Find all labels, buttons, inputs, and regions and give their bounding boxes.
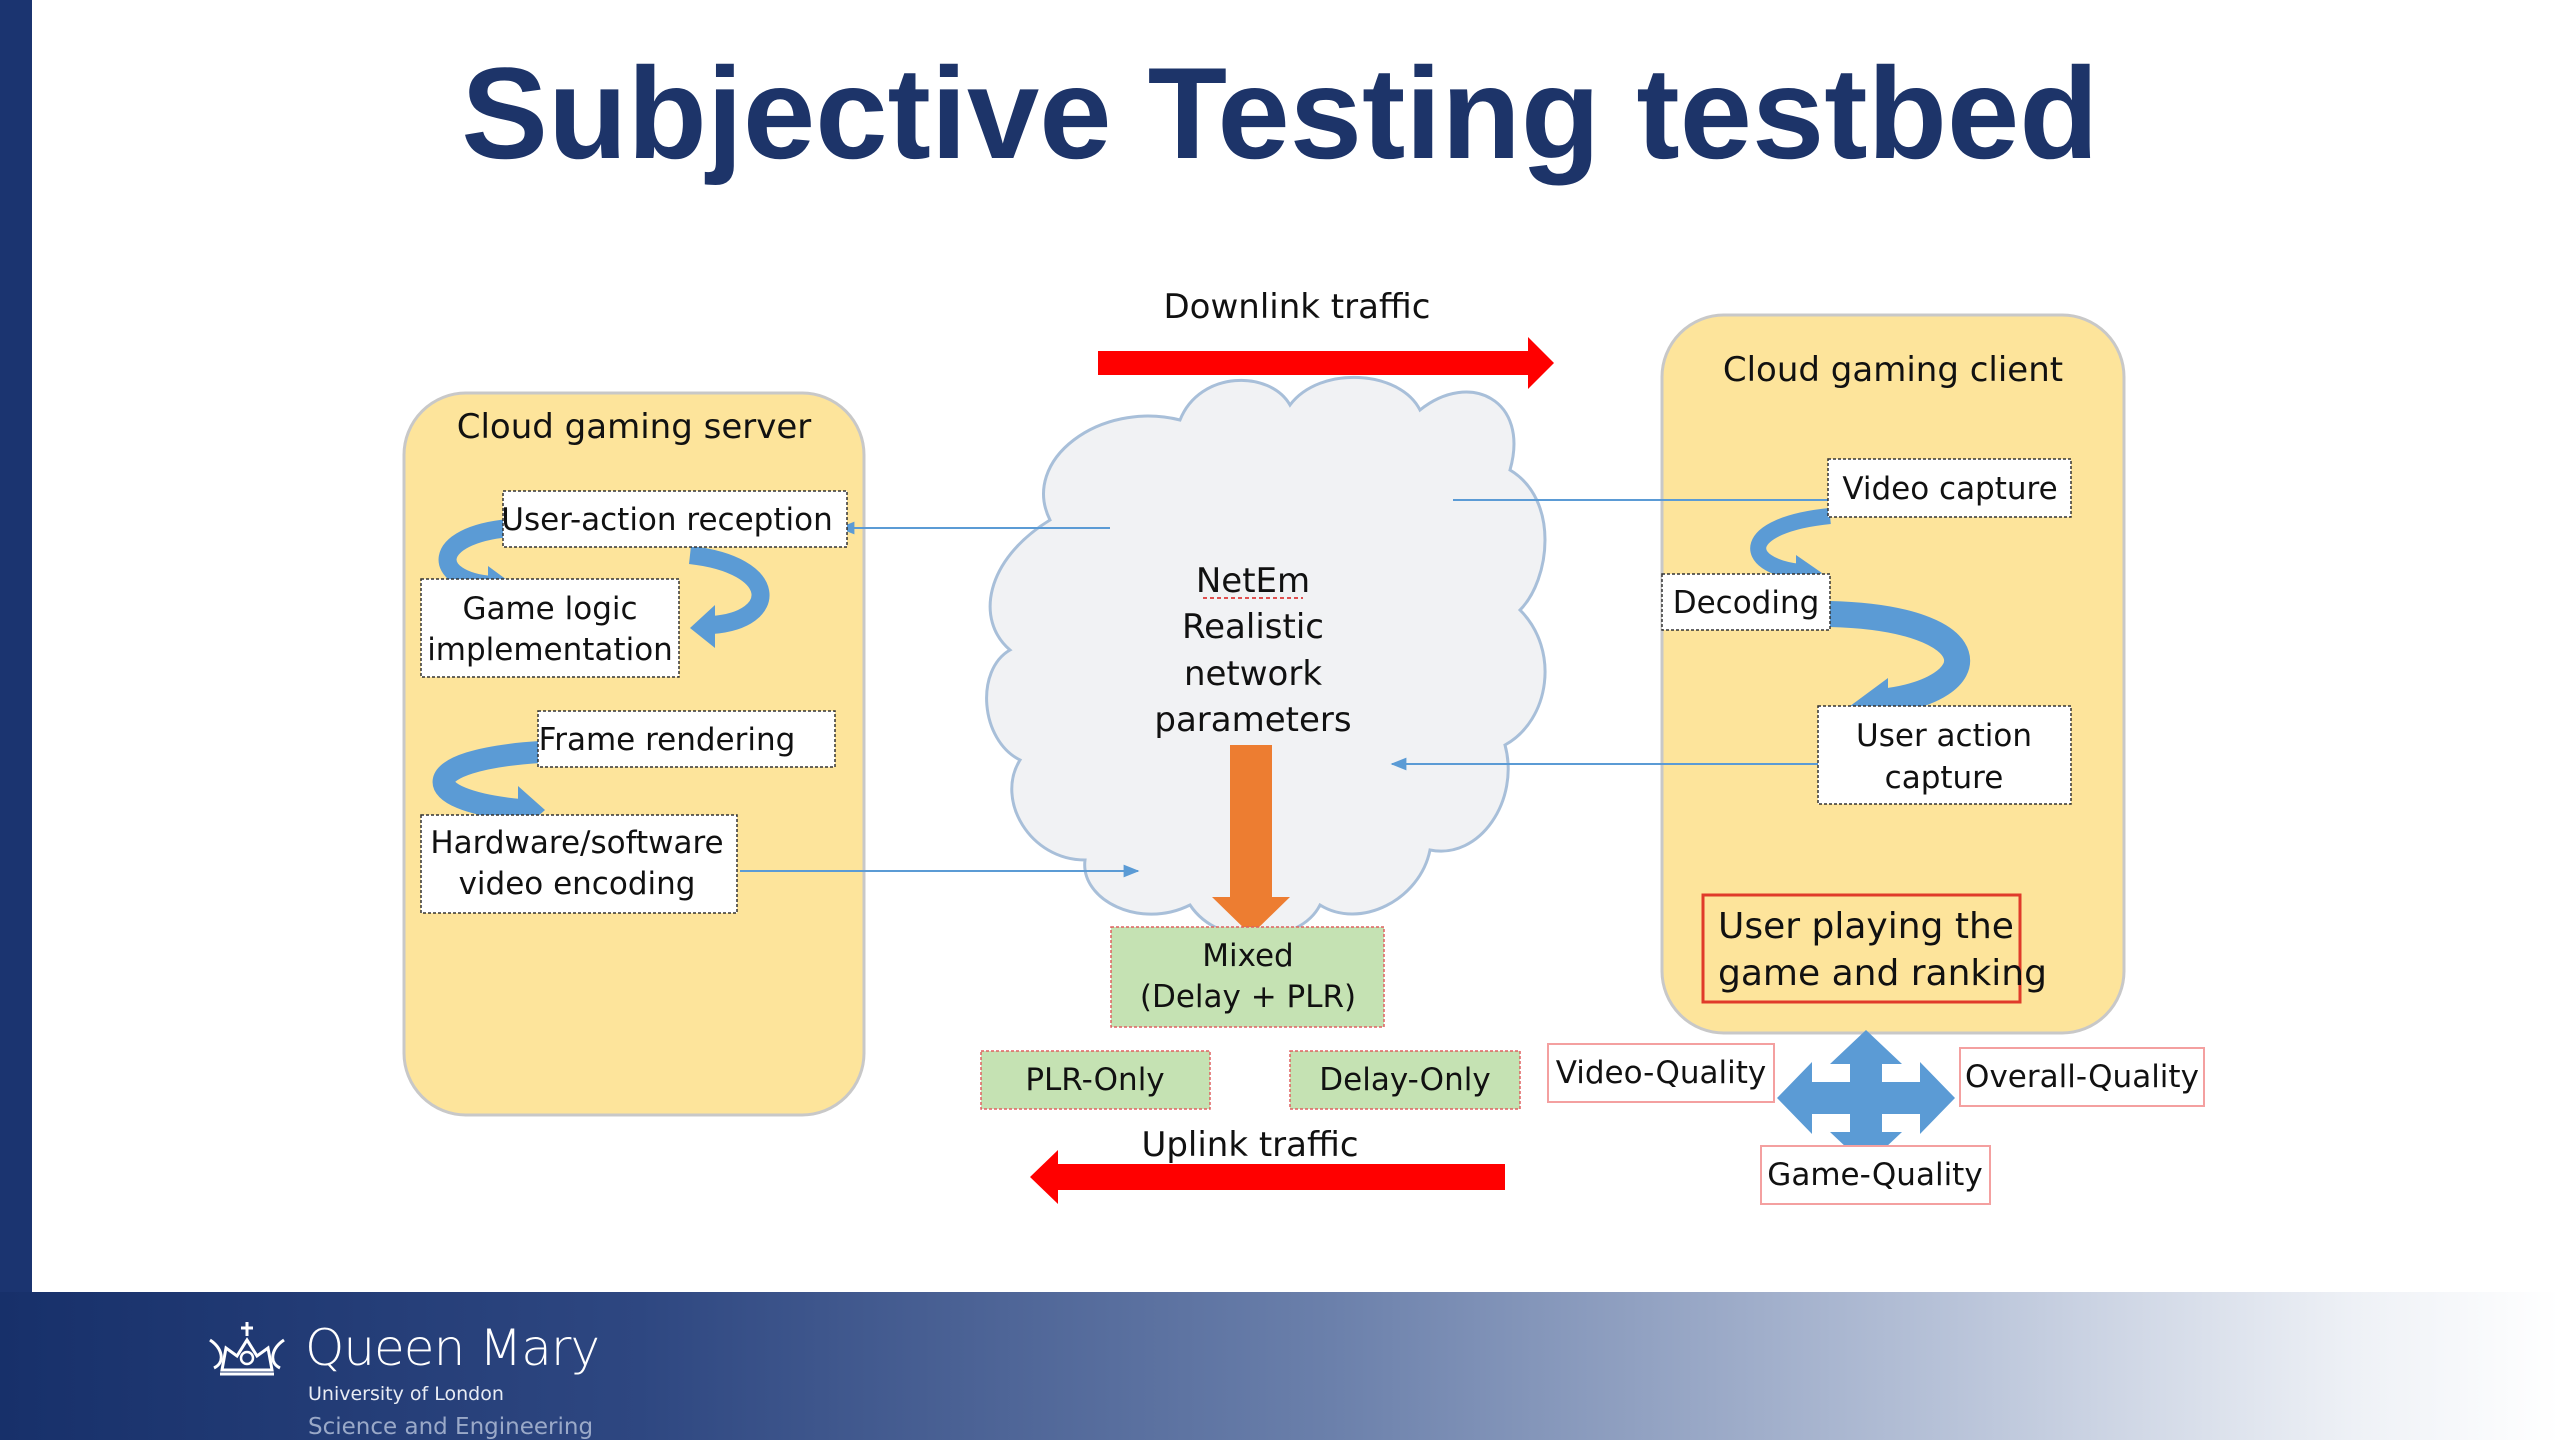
decoding-label: Decoding bbox=[1673, 585, 1820, 621]
four-way-arrow bbox=[1777, 1030, 1955, 1166]
queen-mary-crown-logo bbox=[209, 1322, 285, 1376]
orange-down-arrow bbox=[1212, 745, 1290, 935]
server-curved-arrow-2-head bbox=[690, 605, 715, 648]
video-encoding-label-1: Hardware/software bbox=[430, 825, 723, 861]
user-action-capture-label-2: capture bbox=[1885, 760, 2004, 796]
mixed-label-1: Mixed bbox=[1202, 938, 1294, 974]
video-encoding-box bbox=[420, 814, 738, 914]
server-title: Cloud gaming server bbox=[457, 407, 811, 447]
brand-name: Queen Mary bbox=[305, 1319, 600, 1377]
video-capture-box bbox=[1827, 458, 2072, 518]
user-playing-label-2: game and ranking bbox=[1718, 953, 2047, 994]
video-encoding-label-2: video encoding bbox=[459, 866, 696, 902]
game-logic-label-2: implementation bbox=[427, 632, 673, 668]
delay-only-box bbox=[1289, 1050, 1521, 1110]
uplink-arrow bbox=[1030, 1150, 1505, 1204]
client-title: Cloud gaming client bbox=[1723, 350, 2063, 390]
client-curved-arrow-2 bbox=[1829, 601, 1970, 715]
user-action-reception-label: User-action reception bbox=[501, 502, 832, 538]
footer-band bbox=[0, 1292, 2560, 1440]
slide-title: Subjective Testing testbed bbox=[461, 40, 2099, 186]
overall-quality-box bbox=[1959, 1047, 2205, 1107]
plr-only-label: PLR-Only bbox=[1025, 1062, 1164, 1098]
video-quality-label: Video-Quality bbox=[1556, 1055, 1767, 1091]
frame-rendering-box bbox=[537, 710, 836, 768]
user-action-reception-box bbox=[502, 490, 848, 548]
frame-rendering-label: Frame rendering bbox=[539, 722, 796, 758]
cloud-line-3: network bbox=[1184, 654, 1322, 694]
mixed-label-2: (Delay + PLR) bbox=[1140, 979, 1356, 1015]
decoding-box bbox=[1661, 573, 1831, 631]
server-curved-arrow-3 bbox=[432, 741, 541, 821]
plr-only-box bbox=[980, 1050, 1211, 1110]
delay-only-label: Delay-Only bbox=[1319, 1062, 1490, 1098]
game-quality-box bbox=[1760, 1145, 1991, 1205]
mixed-box bbox=[1110, 926, 1385, 1028]
cloud-line-4: parameters bbox=[1154, 700, 1351, 740]
video-capture-label: Video capture bbox=[1842, 471, 2057, 507]
left-accent-bar bbox=[0, 0, 32, 1292]
overall-quality-label: Overall-Quality bbox=[1965, 1059, 2199, 1095]
game-quality-label: Game-Quality bbox=[1767, 1157, 1982, 1193]
user-playing-label-1: User playing the bbox=[1718, 906, 2014, 947]
game-logic-box bbox=[420, 578, 680, 678]
uplink-label: Uplink traffic bbox=[1141, 1125, 1358, 1165]
testbed-diagram: Cloud gaming server Cloud gaming client … bbox=[402, 287, 2205, 1205]
downlink-label: Downlink traffic bbox=[1164, 287, 1431, 327]
user-playing-box bbox=[1701, 893, 2022, 1004]
cloud-line-1: NetEm bbox=[1196, 561, 1310, 601]
downlink-arrow bbox=[1098, 337, 1554, 389]
game-logic-label-1: Game logic bbox=[462, 591, 637, 627]
brand-subtitle: University of London bbox=[308, 1383, 504, 1405]
cloud-line-2: Realistic bbox=[1182, 607, 1324, 647]
brand-faculty: Science and Engineering bbox=[308, 1414, 594, 1440]
client-curved-arrow-1 bbox=[1750, 508, 1831, 580]
video-quality-box bbox=[1547, 1043, 1775, 1103]
user-action-capture-box bbox=[1817, 705, 2072, 805]
server-curved-arrow-2 bbox=[688, 546, 770, 634]
netem-cloud bbox=[985, 376, 1547, 939]
user-action-capture-label-1: User action bbox=[1856, 718, 2032, 754]
